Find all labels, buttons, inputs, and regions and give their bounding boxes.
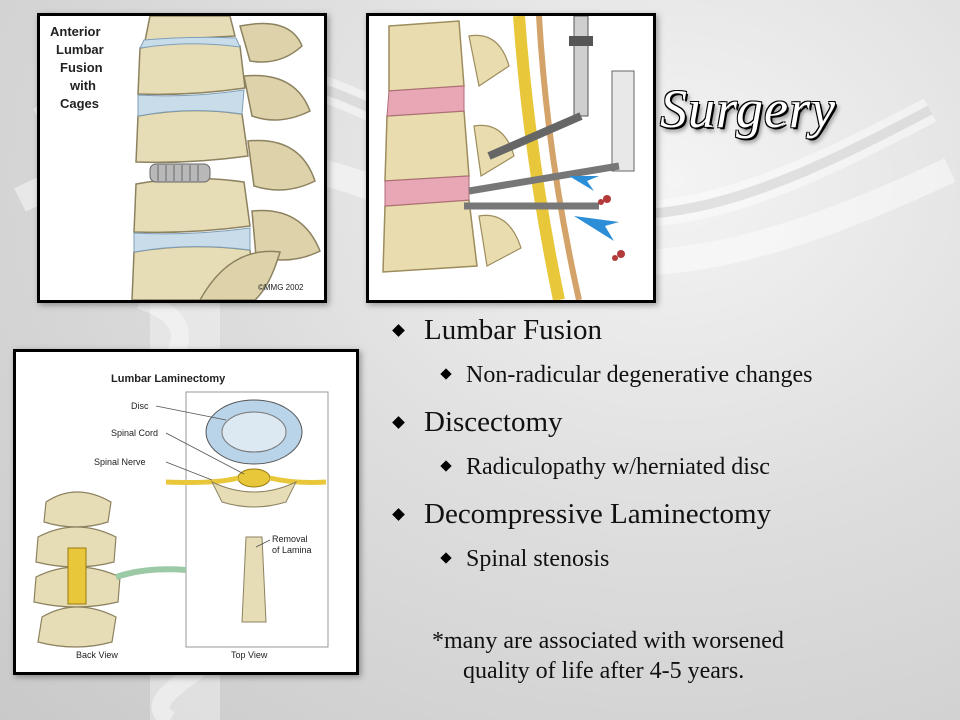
svg-text:Fusion: Fusion [60,60,103,75]
diamond-bullet-icon [440,368,452,380]
svg-text:with: with [69,78,96,93]
diamond-bullet-icon [392,508,405,521]
label-disc: Disc [131,401,149,411]
svg-text:Lumbar: Lumbar [56,42,104,57]
footnote: *many are associated with worsened quali… [432,626,942,686]
diamond-bullet-icon [392,324,405,337]
bullet-discectomy: Discectomy [388,404,948,450]
bullet-list: Lumbar Fusion Non-radicular degenerative… [388,312,948,588]
fusion-cage [149,163,211,183]
fusion-copyright: ©MMG 2002 [258,283,304,292]
sub-bullet-radiculopathy: Radiculopathy w/herniated disc [388,450,948,496]
label-removal-1: Removal [272,534,308,544]
label-spinal-nerve: Spinal Nerve [94,457,146,467]
diamond-bullet-icon [440,552,452,564]
slide-title: Surgery [660,79,836,139]
sub-bullet-non-radicular: Non-radicular degenerative changes [388,358,948,404]
label-back-view: Back View [76,650,118,660]
footnote-line-2: quality of life after 4-5 years. [463,658,745,684]
svg-text:Anterior: Anterior [50,24,101,39]
diamond-bullet-icon [392,416,405,429]
laminectomy-illustration: Lumbar Laminectomy Disc Spinal Cord Spin… [13,349,359,675]
fusion-illustration: Anterior Lumbar Fusion with Cages ©MMG 2… [37,13,327,303]
label-spinal-cord: Spinal Cord [111,428,158,438]
diamond-bullet-icon [440,460,452,472]
removal-arrows [569,176,619,241]
discectomy-illustration [366,13,656,303]
bullet-lumbar-fusion: Lumbar Fusion [388,312,948,358]
label-removal-2: of Lamina [272,545,312,555]
bullet-decompressive-laminectomy: Decompressive Laminectomy [388,496,948,542]
svg-text:Cages: Cages [60,96,99,111]
laminectomy-title: Lumbar Laminectomy [111,373,226,385]
fusion-caption: Anterior Lumbar Fusion with Cages [50,24,104,111]
surgical-instruments [464,16,635,210]
label-top-view: Top View [231,650,268,660]
footnote-line-1: *many are associated with worsened [432,628,784,654]
sub-bullet-spinal-stenosis: Spinal stenosis [388,542,948,588]
